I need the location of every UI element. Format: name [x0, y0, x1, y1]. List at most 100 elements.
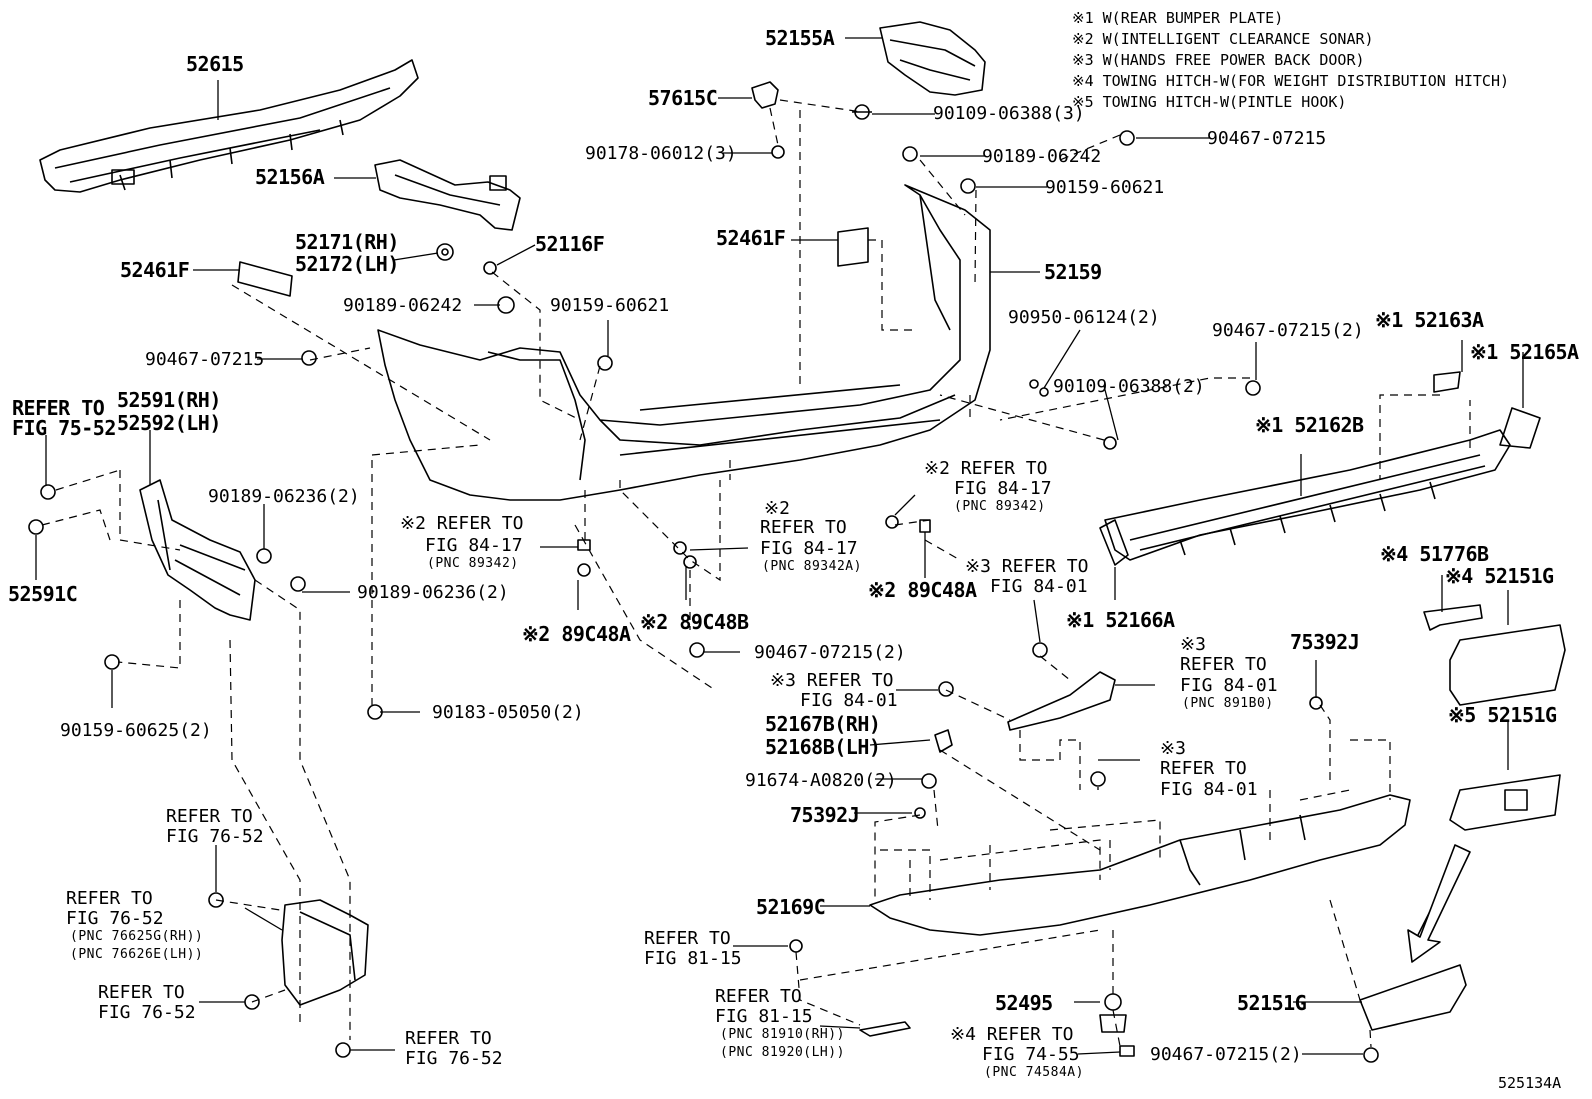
o-ring-90950: [1039, 387, 1049, 397]
label-89c48a-left: ※2 89C48A: [522, 622, 631, 646]
label-ref-84-01-1a: ※3 REFER TO: [965, 556, 1089, 577]
label-ref-84-01-2d: (PNC 891B0): [1182, 696, 1274, 711]
pad-52461f-left: [237, 261, 293, 297]
label-ref-76-52-2d: (PNC 76626E(LH)): [70, 947, 204, 962]
label-91674: 91674-A0820(2): [745, 770, 897, 791]
label-ref-74-55-a: ※4 REFER TO: [950, 1024, 1074, 1045]
label-52151g-5: ※5 52151G: [1448, 703, 1557, 727]
label-ref-74-55-c: (PNC 74584A): [984, 1065, 1084, 1080]
label-75392j-mid: 75392J: [790, 803, 860, 827]
bumper-side-bracket-part: [139, 479, 256, 621]
label-refer-75-52-b: FIG 75-52: [12, 416, 116, 440]
rear-bumper-cover-part: [377, 184, 991, 501]
reflector-81910: [859, 1021, 911, 1037]
label-ref-76-52-4a: REFER TO: [405, 1028, 492, 1049]
bumper-retainer-part: [374, 159, 521, 231]
label-52592: 52592(LH): [117, 411, 221, 435]
label-90183: 90183-05050(2): [432, 702, 584, 723]
label-ref-84-01-2a: ※3: [1180, 634, 1206, 655]
label-ref-74-55-b: FIG 74-55: [982, 1044, 1080, 1065]
label-90467-top: 90467-07215: [1207, 128, 1327, 149]
label-90109-3: 90109-06388(3): [933, 103, 1085, 124]
label-ref-76-52-1b: FIG 76-52: [166, 826, 264, 847]
pad-52461f-right: [837, 227, 869, 267]
label-52165a: ※1 52165A: [1470, 340, 1579, 364]
rear-bumper-plate-part: [1104, 429, 1511, 561]
label-90467-bottom: 90467-07215(2): [1150, 1044, 1302, 1065]
label-ref-84-01-2b: REFER TO: [1180, 654, 1267, 675]
label-ref-84-01-3a: ※3 REFER TO: [770, 670, 894, 691]
label-ref-81-15-1a: REFER TO: [644, 928, 731, 949]
label-ref-81-15-1b: FIG 81-15: [644, 948, 742, 969]
label-52166a: ※1 52166A: [1066, 608, 1175, 632]
label-89c48a-right: ※2 89C48A: [868, 578, 977, 602]
label-ref-84-17-1c: (PNC 89342): [427, 556, 519, 571]
bumper-bracket-top-part: [879, 21, 986, 96]
label-ref-84-17-3a: ※2 REFER TO: [924, 458, 1048, 479]
label-57615c: 57615C: [648, 86, 718, 110]
label-52151g: 52151G: [1237, 991, 1307, 1015]
leader-lines: [35, 37, 1524, 1055]
label-90189-mid: 90189-06242: [343, 295, 463, 316]
label-ref-84-01-4a: ※3: [1160, 738, 1186, 759]
hitch-cover-52151g-5: [1449, 774, 1561, 831]
label-52163a: ※1 52163A: [1375, 308, 1484, 332]
label-ref-76-52-3a: REFER TO: [98, 982, 185, 1003]
label-ref-84-17-3c: (PNC 89342): [954, 499, 1046, 514]
bracket-52167b: [934, 729, 953, 753]
label-52591c: 52591C: [8, 582, 78, 606]
label-ref-84-01-4b: REFER TO: [1160, 758, 1247, 779]
label-52159: 52159: [1044, 260, 1102, 284]
label-ref-84-01-2c: FIG 84-01: [1180, 675, 1278, 696]
label-ref-84-17-1b: FIG 84-17: [425, 535, 523, 556]
label-52162b: ※1 52162B: [1255, 413, 1364, 437]
label-ref-84-17-1a: ※2 REFER TO: [400, 513, 524, 534]
label-90467-left: 90467-07215: [145, 349, 265, 370]
label-ref-76-52-1a: REFER TO: [166, 806, 253, 827]
label-52151g-4: ※4 52151G: [1445, 564, 1554, 588]
label-52591: 52591(RH): [117, 388, 221, 412]
label-ref-76-52-4b: FIG 76-52: [405, 1048, 503, 1069]
plate-cap-52163a: [1433, 371, 1461, 393]
assembly-lines: [41, 99, 1471, 1048]
label-ref-84-01-3b: FIG 84-01: [800, 690, 898, 711]
label-ref-76-52-2b: FIG 76-52: [66, 908, 164, 929]
label-refer-75-52-a: REFER TO: [12, 396, 105, 420]
label-ref-84-17-2a: ※2: [764, 498, 790, 519]
note-2: ※2 W(INTELLIGENT CLEARANCE SONAR): [1072, 30, 1374, 48]
label-90159-mid: 90159-60621: [550, 295, 670, 316]
bracket-52166a: [1099, 519, 1129, 566]
label-90189-06236-b: 90189-06236(2): [357, 582, 509, 603]
note-1: ※1 W(REAR BUMPER PLATE): [1072, 9, 1284, 27]
label-90189-06236-a: 90189-06236(2): [208, 486, 360, 507]
label-ref-84-01-1b: FIG 84-01: [990, 576, 1088, 597]
label-90159-top: 90159-60621: [1045, 177, 1165, 198]
label-52155a: 52155A: [765, 26, 835, 50]
plug-52495: [1099, 1014, 1127, 1033]
sensor-bracket-part: [1007, 671, 1116, 731]
label-90189-top: 90189-06242: [982, 146, 1102, 167]
label-ref-81-15-2b: FIG 81-15: [715, 1006, 813, 1027]
bracket-51776b: [1423, 604, 1483, 631]
label-52116f: 52116F: [535, 232, 605, 256]
label-52461f-right: 52461F: [716, 226, 786, 250]
hitch-hook-opening: [1504, 789, 1528, 811]
plug-74584a: [1119, 1045, 1135, 1057]
label-ref-84-17-3b: FIG 84-17: [954, 478, 1052, 499]
bracket-57615c: [751, 81, 779, 109]
label-52172: 52172(LH): [295, 252, 399, 276]
label-75392j-right: 75392J: [1290, 630, 1360, 654]
label-52168b: 52168B(LH): [765, 735, 881, 759]
label-52169c: 52169C: [756, 895, 826, 919]
label-90178: 90178-06012(3): [585, 143, 737, 164]
label-ref-81-15-2a: REFER TO: [715, 986, 802, 1007]
note-4: ※4 TOWING HITCH-W(FOR WEIGHT DISTRIBUTIO…: [1072, 72, 1510, 90]
label-ref-76-52-2a: REFER TO: [66, 888, 153, 909]
label-ref-76-52-2c: (PNC 76625G(RH)): [70, 929, 204, 944]
label-90109-2: 90109-06388(2): [1053, 376, 1205, 397]
plate-end-52165a: [1499, 407, 1541, 449]
label-90467-2: 90467-07215(2): [1212, 320, 1364, 341]
note-3: ※3 W(HANDS FREE POWER BACK DOOR): [1072, 51, 1365, 69]
label-90950: 90950-06124(2): [1008, 307, 1160, 328]
